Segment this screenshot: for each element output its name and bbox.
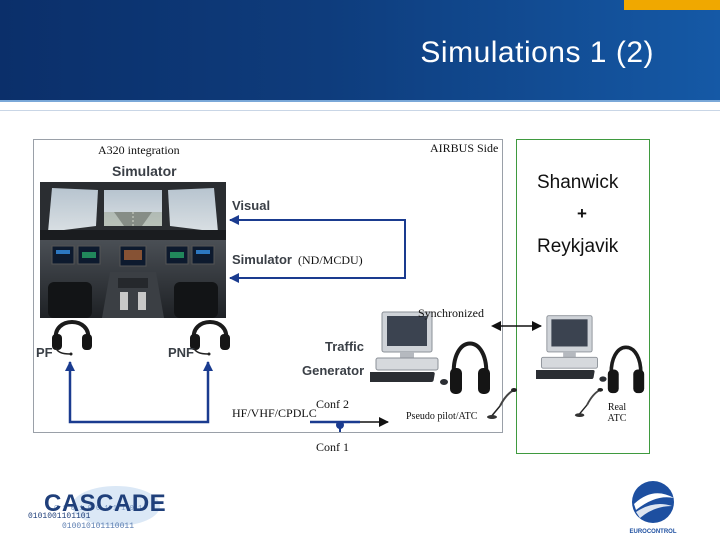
nd-mcdu-label: (ND/MCDU)	[298, 253, 363, 267]
headset-icon	[52, 320, 92, 356]
headset-icon	[450, 341, 490, 394]
pseudo-pilot-atc-label: Pseudo pilot/ATC	[406, 411, 478, 422]
simulator-heading: Simulator	[112, 163, 177, 179]
computer-icon	[536, 315, 607, 382]
headset-icon	[607, 345, 645, 394]
svg-text:010010101110011: 010010101110011	[62, 522, 134, 531]
header-accent-bar	[624, 0, 720, 10]
conf1-label: Conf 1	[316, 440, 349, 454]
hf-vhf-cpdlc-label: HF/VHF/CPDLC	[232, 406, 317, 420]
header-divider	[0, 100, 720, 102]
reykjavik-label: Reykjavik	[537, 236, 619, 257]
microphone-icon	[487, 388, 517, 419]
svg-text:0 1 0 1 0 0 1 1 1 0 1: 0 1 0 1 0 0 1 1 1 0 1	[54, 505, 142, 513]
svg-text:0101001101101: 0101001101101	[28, 512, 91, 521]
synchronized-label: Synchronized	[418, 306, 484, 320]
eurocontrol-logo-text: EUROCONTROL	[630, 529, 677, 535]
slide-header: Simulations 1 (2)	[0, 0, 720, 102]
cascade-logo: 0101001101101 010010101110011 0 1 0 1 0 …	[28, 486, 160, 531]
conf2-label: Conf 2	[316, 397, 349, 411]
real-atc-panel	[516, 139, 650, 454]
generator-label: Generator	[302, 363, 365, 378]
shanwick-label: Shanwick	[537, 172, 619, 193]
plus-label: +	[577, 204, 587, 223]
pf-label: PF	[36, 345, 53, 360]
slide-title: Simulations 1 (2)	[420, 36, 654, 69]
visual-label: Visual	[232, 198, 271, 213]
a320-integration-label: A320 integration	[98, 143, 180, 157]
airbus-side-label: AIRBUS Side	[430, 141, 499, 155]
real-atc-label: Real ATC	[607, 402, 627, 424]
headset-icon	[190, 320, 230, 356]
cascade-logo-text: CASCADE	[44, 490, 167, 517]
pnf-label: PNF	[168, 345, 194, 360]
cockpit-photo	[40, 182, 226, 318]
eurocontrol-logo: EUROCONTROL	[630, 481, 677, 535]
simulator-link-label: Simulator	[232, 252, 292, 267]
header-underline	[0, 110, 720, 111]
computer-icon	[370, 311, 448, 385]
traffic-label: Traffic	[325, 339, 365, 354]
microphone-icon	[574, 387, 604, 417]
